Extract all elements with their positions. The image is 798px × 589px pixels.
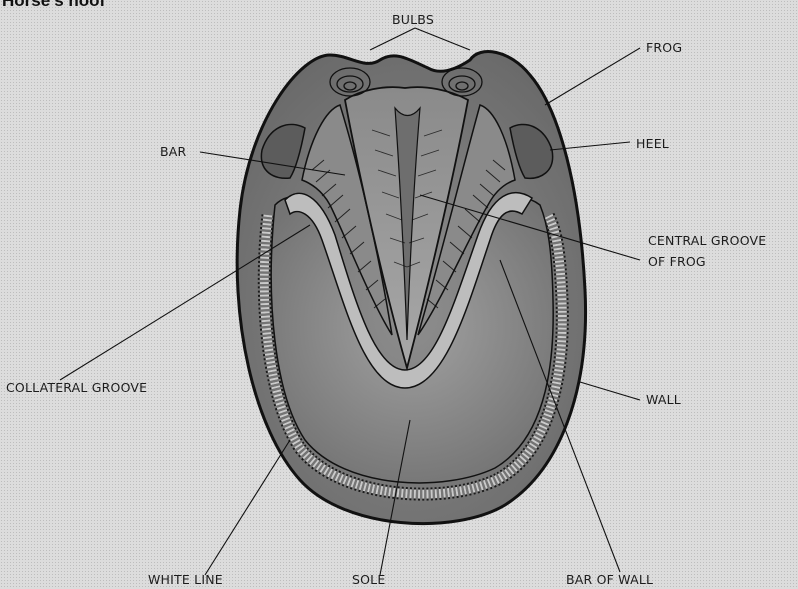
label-central-groove-2: OF FROG xyxy=(648,254,706,269)
label-frog: FROG xyxy=(646,40,682,55)
label-bar-of-wall: BAR OF WALL xyxy=(566,572,653,587)
label-heel: HEEL xyxy=(636,136,669,151)
label-wall: WALL xyxy=(646,392,681,407)
label-bar: BAR xyxy=(160,144,187,159)
label-white-line: WHITE LINE xyxy=(148,572,223,587)
label-bulbs: BULBS xyxy=(392,12,434,27)
label-collateral-groove: COLLATERAL GROOVE xyxy=(6,380,147,395)
label-central-groove-1: CENTRAL GROOVE xyxy=(648,233,766,248)
label-sole: SOLE xyxy=(352,572,385,587)
